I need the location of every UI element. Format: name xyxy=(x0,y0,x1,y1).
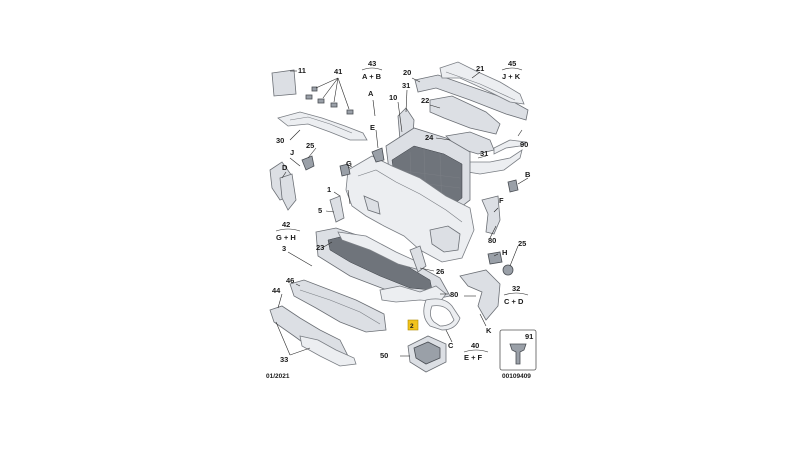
part-90-strip xyxy=(493,139,528,155)
label-32-sub: C + D xyxy=(504,297,524,306)
part-11-plate xyxy=(271,69,297,97)
label-45-sub: J + K xyxy=(502,72,521,81)
label-40-sub: E + F xyxy=(464,353,483,362)
label-E: E xyxy=(370,123,375,132)
reference-number: 00109409 xyxy=(502,373,531,380)
part-46-skid xyxy=(289,279,387,333)
label-2: 2 xyxy=(410,323,414,330)
label-80a: 80 xyxy=(488,236,496,245)
label-3: 3 xyxy=(282,244,286,253)
label-46: 46 xyxy=(286,276,294,285)
label-23: 23 xyxy=(316,243,324,252)
part-91-inset xyxy=(499,329,537,371)
label-43-sub: A + B xyxy=(362,72,382,81)
part-80-frame xyxy=(379,195,501,331)
label-42: 42 xyxy=(282,220,290,229)
label-43: 43 xyxy=(368,59,376,68)
label-26: 26 xyxy=(436,267,444,276)
label-42-sub: G + H xyxy=(276,233,296,242)
label-45: 45 xyxy=(508,59,516,68)
label-F: F xyxy=(499,196,504,205)
label-33: 33 xyxy=(280,355,288,364)
label-90: 90 xyxy=(520,140,528,149)
label-50: 50 xyxy=(380,351,388,360)
label-44: 44 xyxy=(272,286,281,295)
label-24: 24 xyxy=(425,133,434,142)
part-2-highlight: 2 xyxy=(407,319,419,331)
part-1-bumper xyxy=(345,155,475,263)
label-25a: 25 xyxy=(306,141,314,150)
part-41-clips xyxy=(305,77,354,115)
part-20-21-beam xyxy=(414,61,529,121)
label-31a: 31 xyxy=(402,81,410,90)
side-brackets-right xyxy=(459,179,519,321)
label-C: C xyxy=(448,341,454,350)
label-D: D xyxy=(282,163,288,172)
part-44-33-spoiler xyxy=(269,305,357,367)
label-11: 11 xyxy=(298,66,306,75)
label-5: 5 xyxy=(318,206,322,215)
label-B: B xyxy=(525,170,531,179)
part-50-sensor xyxy=(407,335,447,373)
label-1: 1 xyxy=(327,185,331,194)
label-H: H xyxy=(502,248,507,257)
side-brackets-left xyxy=(269,99,385,223)
label-22: 22 xyxy=(421,96,429,105)
label-41: 41 xyxy=(334,67,342,76)
label-10: 10 xyxy=(389,93,397,102)
label-G: G xyxy=(346,159,352,168)
part-labels: 11 41 43 A + B 20 21 45 J + K A 31 22 10… xyxy=(266,59,533,380)
label-21: 21 xyxy=(476,64,484,73)
label-J: J xyxy=(290,148,294,157)
label-A: A xyxy=(368,89,374,98)
label-32: 32 xyxy=(512,284,520,293)
label-80b: 80 xyxy=(450,290,458,299)
label-25b: 25 xyxy=(518,239,526,248)
label-40: 40 xyxy=(471,341,479,350)
label-K: K xyxy=(486,326,492,335)
label-31b: 31 xyxy=(480,149,488,158)
label-20: 20 xyxy=(403,68,411,77)
part-3-23-lower-frame xyxy=(315,227,451,301)
label-30: 30 xyxy=(276,136,284,145)
label-91: 91 xyxy=(525,332,533,341)
date-code: 01/2021 xyxy=(266,373,290,380)
part-30-upper-trim xyxy=(277,111,368,141)
leader-lines xyxy=(275,71,529,357)
